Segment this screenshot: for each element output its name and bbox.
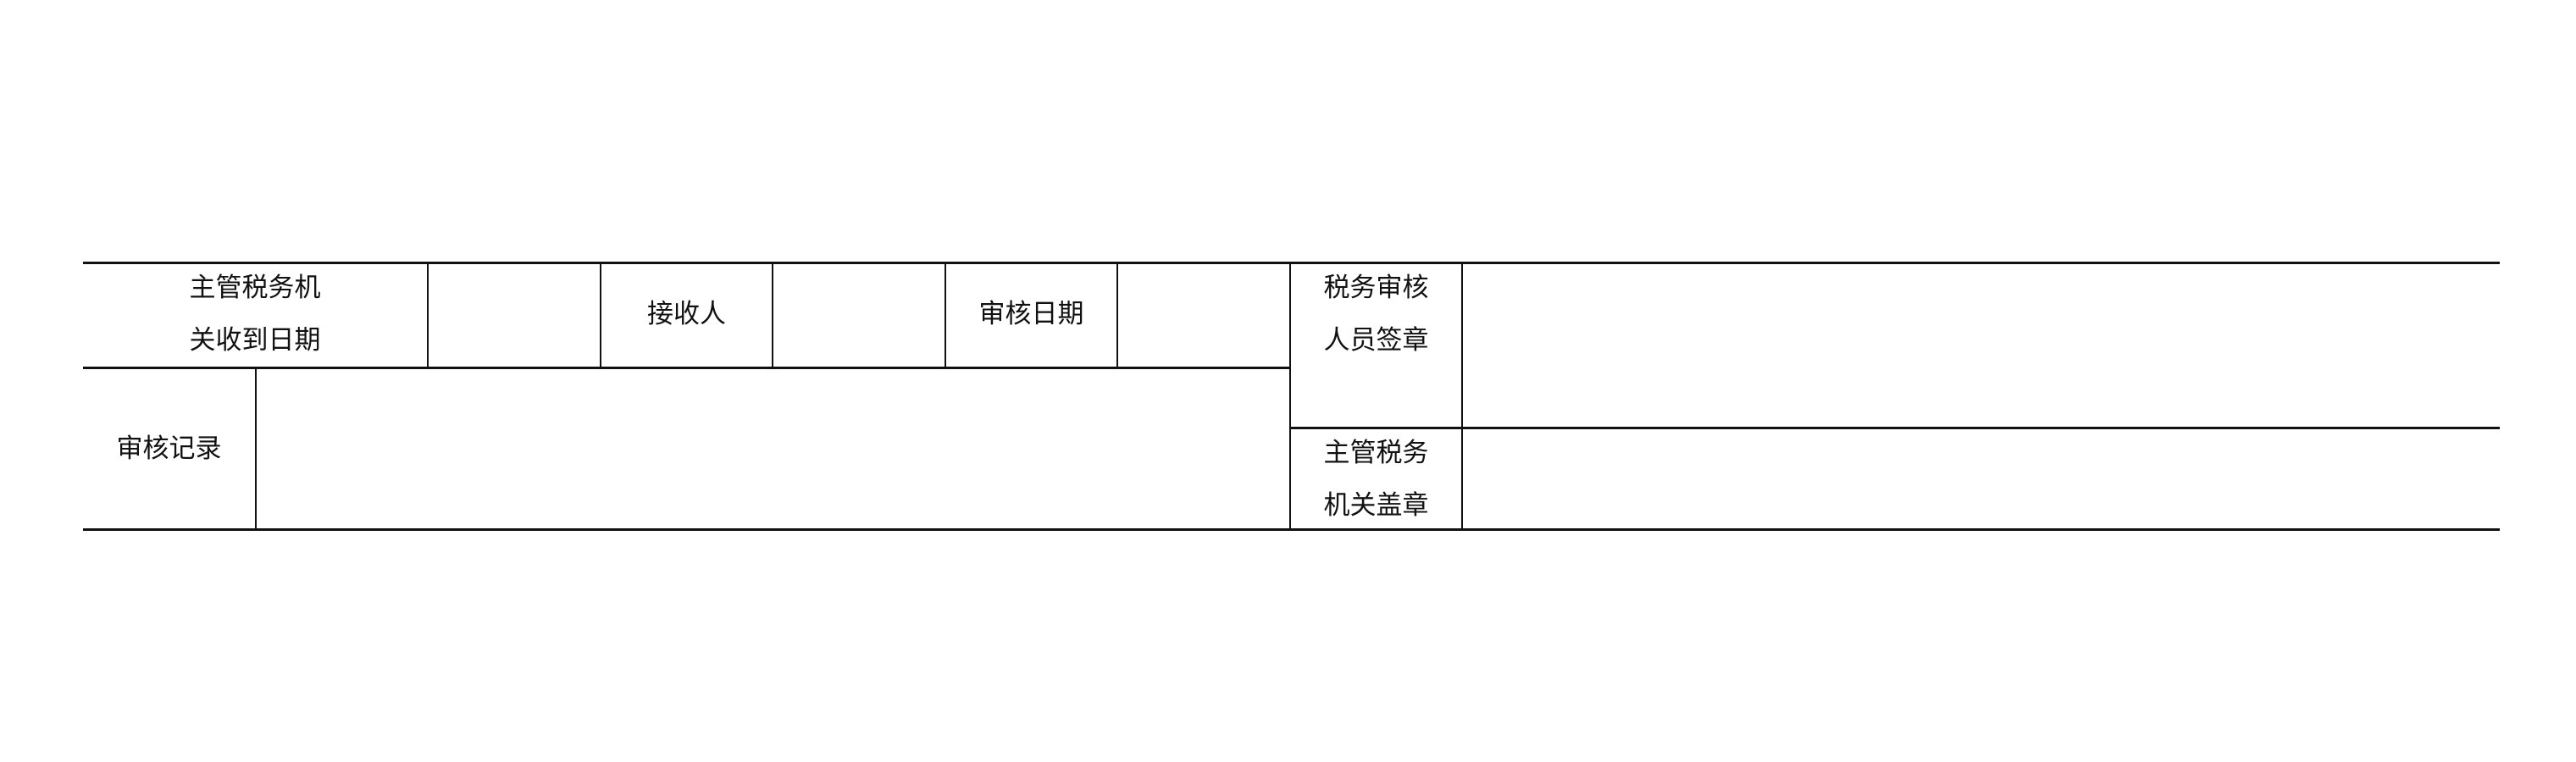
receiver-label-text: 接收人: [647, 299, 726, 329]
receive-date-label: 主管税务机 关收到日期: [83, 262, 427, 367]
review-record-label: 审核记录: [83, 369, 255, 528]
tax-reviewer-seal-label: 税务审核 人员签章: [1291, 262, 1461, 367]
tax-authority-seal-line-1: 主管税务: [1323, 437, 1429, 468]
receive-date-value[interactable]: [429, 264, 600, 367]
col-divider-5: [1116, 262, 1118, 368]
receiver-label: 接收人: [601, 262, 772, 367]
col-divider-3: [772, 262, 773, 368]
col-divider-1: [427, 262, 429, 368]
table-border-top: [83, 262, 2500, 264]
review-date-label-text: 审核日期: [978, 299, 1084, 329]
row-divider-left: [83, 367, 1291, 369]
col-divider-seal-label: [1461, 262, 1463, 531]
tax-authority-seal-value[interactable]: [1463, 429, 2500, 528]
receiver-value[interactable]: [773, 264, 945, 367]
tax-reviewer-seal-line-2: 人员签章: [1323, 325, 1429, 356]
tax-reviewer-seal-value[interactable]: [1463, 264, 2500, 427]
receive-date-label-line-2: 关收到日期: [189, 325, 321, 356]
col-divider-4: [945, 262, 946, 368]
tax-review-form-table: 主管税务机 关收到日期 接收人 审核日期 审核记录 税务审核 人员签章 主管税务…: [83, 262, 2500, 531]
col-divider-middle: [1289, 262, 1291, 531]
tax-authority-seal-label: 主管税务 机关盖章: [1291, 429, 1461, 528]
receive-date-label-line-1: 主管税务机: [189, 273, 321, 303]
row-divider-right: [1291, 427, 2500, 429]
col-divider-2: [600, 262, 601, 368]
tax-authority-seal-line-2: 机关盖章: [1323, 489, 1429, 521]
col-divider-record-label: [255, 367, 257, 531]
table-border-bottom: [83, 528, 2500, 531]
tax-reviewer-seal-line-1: 税务审核: [1323, 273, 1429, 303]
review-record-label-text: 审核记录: [116, 433, 222, 464]
review-date-label: 审核日期: [946, 262, 1116, 367]
review-date-value[interactable]: [1118, 264, 1289, 367]
review-record-value[interactable]: [257, 369, 1289, 528]
